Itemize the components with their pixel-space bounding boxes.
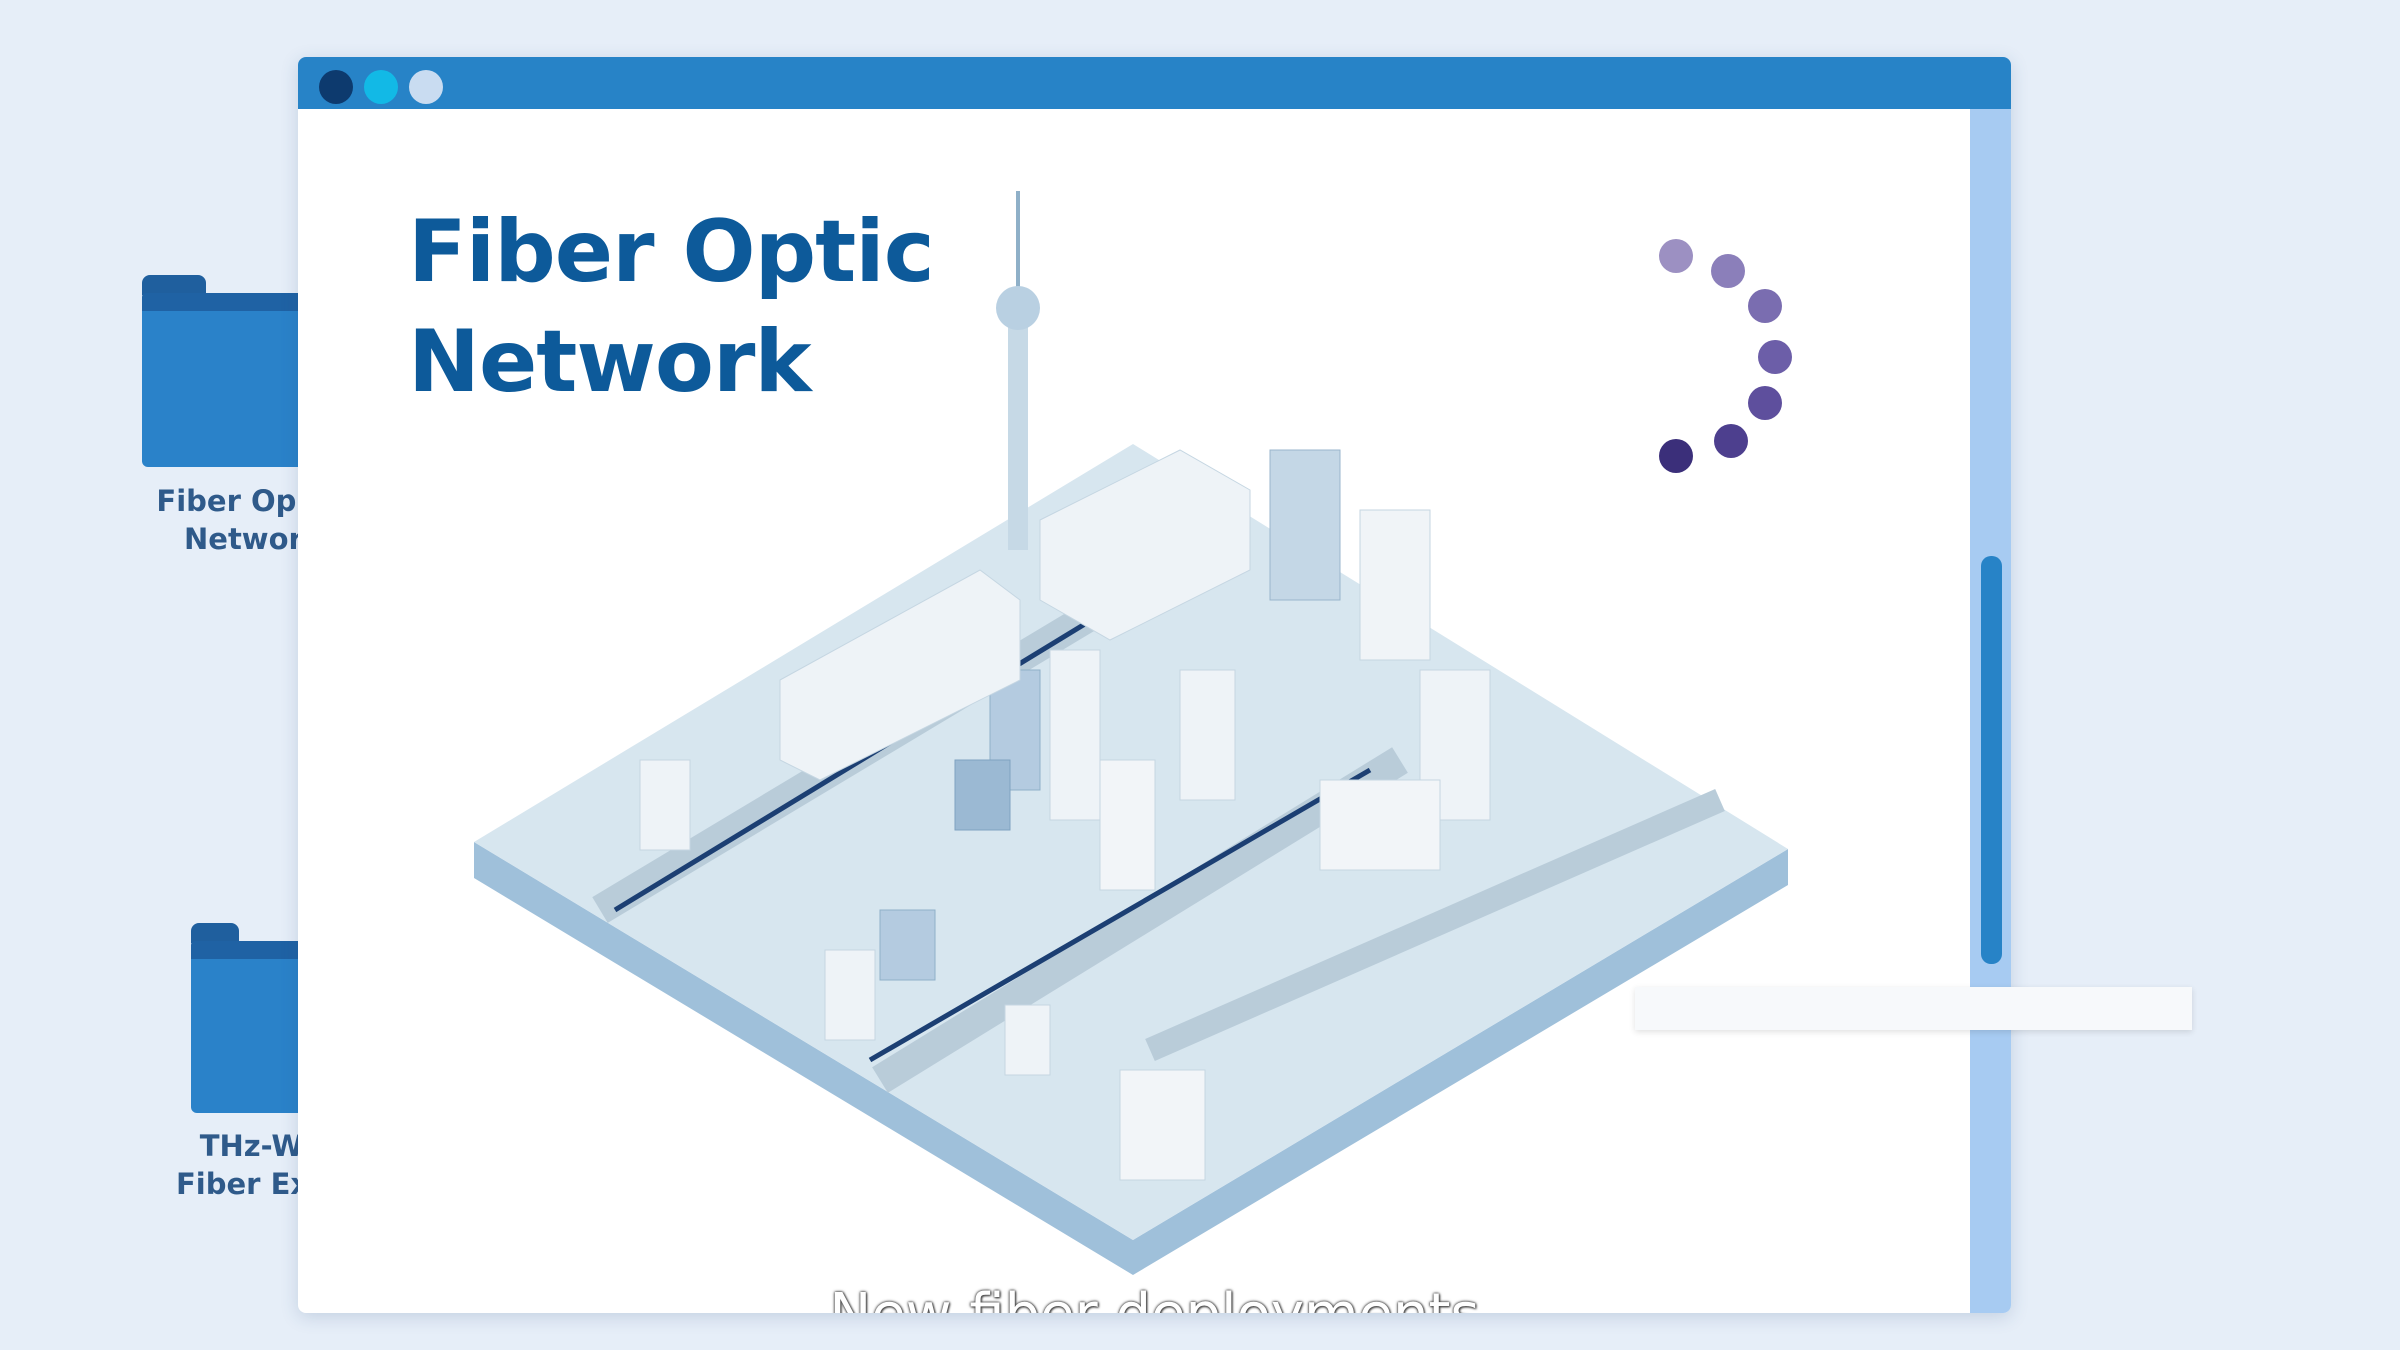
folder-icon [142, 275, 206, 295]
folder-body [142, 293, 302, 467]
folder-body [191, 941, 311, 1113]
minimize-button[interactable] [364, 70, 398, 104]
folder-icon [191, 923, 239, 943]
scrollbar-thumb[interactable] [1981, 556, 2002, 964]
folder-label[interactable]: Fiber Op Networ [150, 482, 303, 558]
title-line: Network [408, 312, 812, 412]
tower [996, 191, 1040, 550]
folder-label-line: Fiber Op [156, 484, 297, 518]
title-line: Fiber Optic [408, 202, 935, 302]
folder-label-line: Fiber Ex [176, 1167, 310, 1201]
city-illustration [474, 191, 1788, 1275]
folder-label-line: THz-W [199, 1129, 304, 1163]
page-title: Fiber Optic Network [408, 197, 935, 417]
road [872, 747, 1408, 1093]
title-bar[interactable] [298, 57, 2011, 109]
road [1145, 789, 1725, 1061]
notification-bar [1635, 987, 2192, 1030]
close-button[interactable] [319, 70, 353, 104]
folder-label-line: Networ [184, 522, 303, 556]
folder-thz-fiber[interactable] [191, 923, 311, 1113]
fiber-line [868, 767, 1372, 1063]
maximize-button[interactable] [409, 70, 443, 104]
buildings [639, 449, 1491, 1181]
subtitle-caption: New fiber deployments [298, 1282, 2011, 1313]
folder-fiber-optic-network[interactable] [142, 275, 302, 467]
folder-label[interactable]: THz-W Fiber Ex [176, 1127, 309, 1203]
scrollbar[interactable] [1970, 109, 2011, 1313]
app-window: Fiber Optic Network [298, 57, 2011, 1313]
